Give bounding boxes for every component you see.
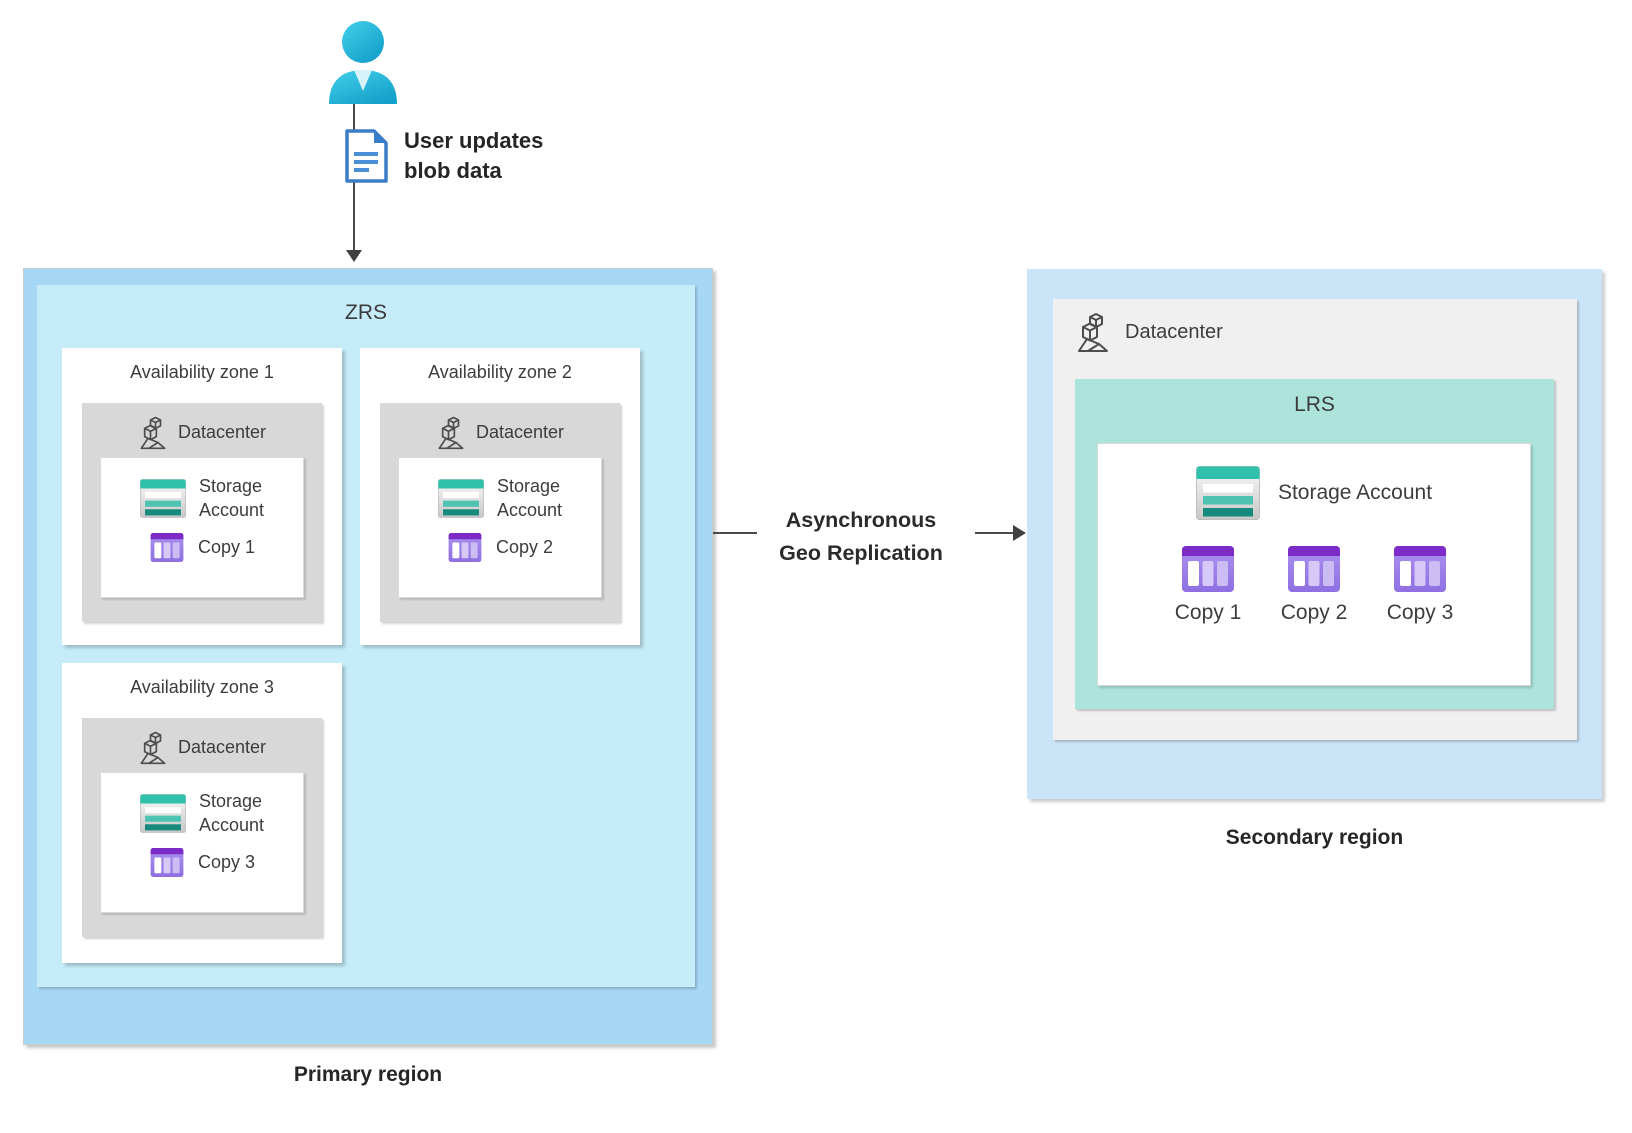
zrs-title: ZRS bbox=[345, 301, 387, 324]
secondary-copy-2: Copy 2 bbox=[1276, 546, 1352, 625]
datacenter-icon bbox=[138, 415, 168, 450]
user-updates-line2: blob data bbox=[404, 158, 502, 183]
right-arrow-icon bbox=[1013, 525, 1026, 541]
secondary-datacenter-header: Datacenter bbox=[1053, 299, 1577, 353]
secondary-storage-row: Storage Account bbox=[1098, 466, 1530, 520]
storage-account-icon bbox=[1196, 466, 1260, 520]
zone-2-copy-row: Copy 2 bbox=[399, 533, 601, 562]
availability-zone-1-title: Availability zone 1 bbox=[130, 362, 274, 382]
user-updates-label: User updates blob data bbox=[404, 126, 543, 186]
zone-3-copy-label: Copy 3 bbox=[197, 852, 256, 872]
zone-2-storage-row: Storage Account bbox=[399, 474, 601, 522]
zone-2-storage-panel: Storage Account Copy 2 bbox=[398, 457, 602, 598]
storage-label-line1: Storage bbox=[496, 476, 561, 496]
replication-label-line2: Geo Replication bbox=[779, 541, 943, 565]
secondary-storage-label: Storage Account bbox=[1277, 481, 1433, 504]
lrs-storage-panel: Storage Account Copy 1 Copy 2 bbox=[1097, 443, 1531, 686]
zone-3-datacenter-header: Datacenter bbox=[82, 730, 322, 765]
secondary-region-box: Datacenter LRS Storage Account Copy 1 bbox=[1027, 269, 1602, 799]
zone-3-storage-label: Storage Account bbox=[199, 789, 264, 837]
storage-label-line2: Account bbox=[198, 815, 265, 835]
replication-line-right bbox=[975, 532, 1013, 534]
zone-1-datacenter-label: Datacenter bbox=[177, 422, 267, 442]
zone-2-datacenter-box: Datacenter Storage Account Copy 2 bbox=[380, 403, 620, 622]
down-arrow-icon bbox=[346, 250, 362, 262]
user-updates-line1: User updates bbox=[404, 128, 544, 153]
availability-zone-3-title: Availability zone 3 bbox=[130, 677, 274, 697]
document-icon bbox=[344, 128, 389, 184]
secondary-copy-3: Copy 3 bbox=[1382, 546, 1458, 625]
availability-zone-3: Availability zone 3 Datacenter Storage A… bbox=[62, 663, 342, 963]
availability-zone-2: Availability zone 2 Datacenter Storage A… bbox=[360, 348, 640, 645]
replication-label: Asynchronous Geo Replication bbox=[736, 504, 986, 570]
zone-1-storage-row: Storage Account bbox=[101, 474, 303, 522]
secondary-copy-3-label: Copy 3 bbox=[1386, 601, 1454, 624]
secondary-copy-1-label: Copy 1 bbox=[1174, 601, 1242, 624]
secondary-region-label: Secondary region bbox=[1225, 826, 1404, 849]
storage-label-line1: Storage bbox=[198, 791, 263, 811]
datacenter-icon bbox=[1075, 311, 1111, 353]
zone-3-datacenter-label: Datacenter bbox=[177, 737, 267, 757]
zone-3-datacenter-box: Datacenter Storage Account Copy 3 bbox=[82, 718, 322, 937]
storage-account-icon bbox=[140, 794, 186, 833]
copy-icon bbox=[1394, 546, 1446, 592]
lrs-title: LRS bbox=[1294, 393, 1335, 416]
zone-1-storage-panel: Storage Account Copy 1 bbox=[100, 457, 304, 598]
zone-2-storage-label: Storage Account bbox=[497, 474, 562, 522]
zone-1-copy-row: Copy 1 bbox=[101, 533, 303, 562]
zone-2-datacenter-header: Datacenter bbox=[380, 415, 620, 450]
copy-icon bbox=[149, 848, 185, 877]
secondary-copy-1: Copy 1 bbox=[1170, 546, 1246, 625]
storage-account-icon bbox=[438, 479, 484, 518]
zone-1-storage-label: Storage Account bbox=[199, 474, 264, 522]
replication-label-line1: Asynchronous bbox=[785, 508, 937, 532]
storage-account-icon bbox=[140, 479, 186, 518]
datacenter-icon bbox=[138, 730, 168, 765]
storage-label-line2: Account bbox=[496, 500, 563, 520]
secondary-copies-row: Copy 1 Copy 2 Copy 3 bbox=[1098, 546, 1530, 625]
zone-1-copy-label: Copy 1 bbox=[197, 537, 256, 557]
zone-2-datacenter-label: Datacenter bbox=[475, 422, 565, 442]
zone-1-datacenter-header: Datacenter bbox=[82, 415, 322, 450]
copy-icon bbox=[447, 533, 483, 562]
zone-1-datacenter-box: Datacenter Storage Account Copy 1 bbox=[82, 403, 322, 622]
copy-icon bbox=[149, 533, 185, 562]
zone-3-storage-panel: Storage Account Copy 3 bbox=[100, 772, 304, 913]
storage-label-line1: Storage bbox=[198, 476, 263, 496]
storage-label-line2: Account bbox=[198, 500, 265, 520]
secondary-datacenter-label: Datacenter bbox=[1125, 320, 1223, 343]
zone-3-storage-row: Storage Account bbox=[101, 789, 303, 837]
primary-region-label: Primary region bbox=[293, 1063, 443, 1086]
copy-icon bbox=[1182, 546, 1234, 592]
secondary-copy-2-label: Copy 2 bbox=[1280, 601, 1348, 624]
lrs-box: LRS Storage Account Copy 1 Copy 2 bbox=[1075, 379, 1554, 709]
availability-zone-2-title: Availability zone 2 bbox=[428, 362, 572, 382]
zone-3-copy-row: Copy 3 bbox=[101, 848, 303, 877]
secondary-datacenter-box: Datacenter LRS Storage Account Copy 1 bbox=[1053, 299, 1577, 740]
replication-line-left bbox=[713, 532, 757, 534]
datacenter-icon bbox=[436, 415, 466, 450]
user-icon bbox=[325, 20, 401, 104]
availability-zone-1: Availability zone 1 Datacenter Storage A… bbox=[62, 348, 342, 645]
copy-icon bbox=[1288, 546, 1340, 592]
zone-2-copy-label: Copy 2 bbox=[495, 537, 554, 557]
